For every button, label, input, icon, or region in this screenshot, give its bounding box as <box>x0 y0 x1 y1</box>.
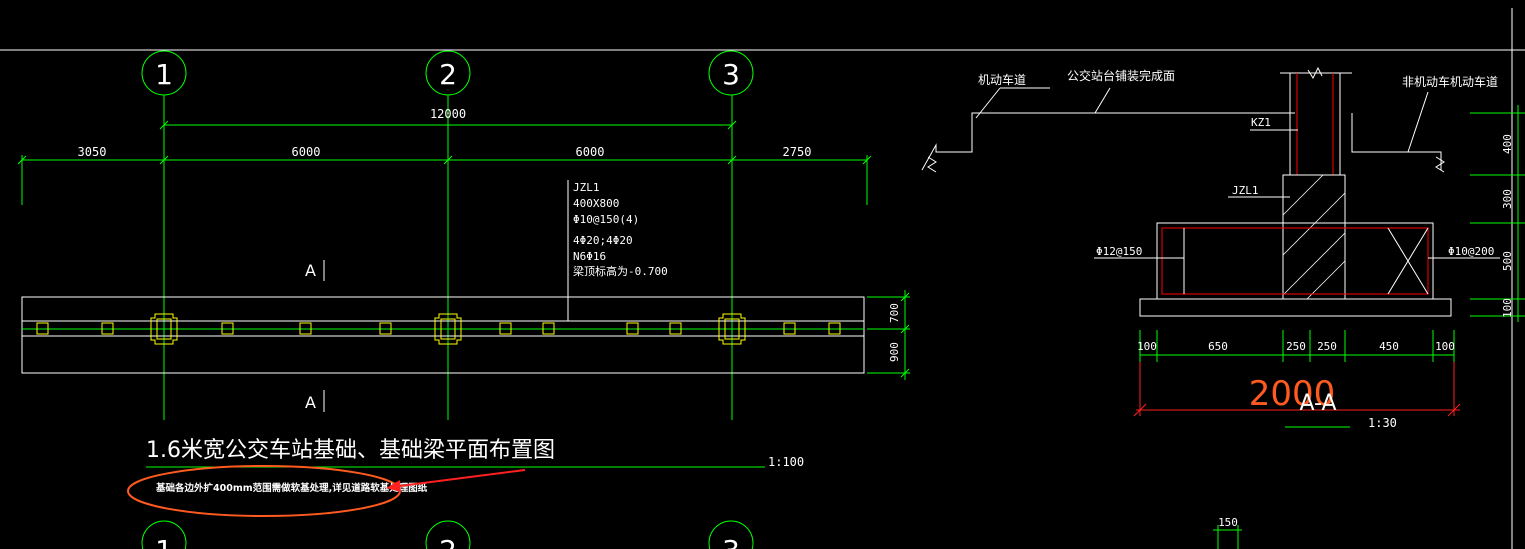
svg-text:400X800: 400X800 <box>573 197 619 210</box>
section-right-dims: 400 300 500 100 <box>1470 105 1525 322</box>
axis-bubble-1: 1 <box>141 50 187 96</box>
svg-text:250: 250 <box>1286 340 1306 353</box>
axis-bubble-2: 2 <box>425 50 471 96</box>
post <box>783 322 796 335</box>
label-jzl1: JZL1 <box>1232 184 1259 197</box>
post <box>669 322 682 335</box>
plan-scale: 1:100 <box>768 455 804 469</box>
post <box>828 322 841 335</box>
label-platform: 公交站台铺装完成面 <box>1067 68 1175 83</box>
post <box>101 322 114 335</box>
column-large <box>718 313 746 345</box>
section-title: A-A <box>1299 391 1336 416</box>
label-motor-lane: 机动车道 <box>978 72 1026 87</box>
axis-bubble-2-lower <box>425 520 471 549</box>
footing-rebar <box>1161 227 1429 295</box>
section-scale: 1:30 <box>1368 416 1397 430</box>
plan-view: 1 2 3 12000 3050 6000 6000 2750 <box>17 50 910 549</box>
beam-stem <box>1282 174 1346 300</box>
svg-text:300: 300 <box>1501 189 1514 209</box>
dim-seg-1: 3050 <box>78 145 107 159</box>
svg-text:N6Φ16: N6Φ16 <box>573 250 606 263</box>
label-right-rebar: Φ10@200 <box>1448 245 1494 258</box>
svg-text:梁顶标高为-0.700: 梁顶标高为-0.700 <box>573 264 668 278</box>
column-large <box>150 313 178 345</box>
post <box>626 322 639 335</box>
section-marker-top: A <box>305 260 325 281</box>
svg-text:2000: 2000 <box>1249 374 1336 414</box>
svg-text:3: 3 <box>722 58 740 91</box>
svg-text:4Φ20;4Φ20: 4Φ20;4Φ20 <box>573 234 633 247</box>
dim-seg-2: 6000 <box>292 145 321 159</box>
small-dim: 150 <box>1218 516 1238 529</box>
svg-text:650: 650 <box>1208 340 1228 353</box>
svg-text:2: 2 <box>439 534 457 549</box>
svg-text:450: 450 <box>1379 340 1399 353</box>
svg-text:100: 100 <box>1435 340 1455 353</box>
dim-seg-4: 2750 <box>783 145 812 159</box>
axis-bubble-1-lower <box>141 520 187 549</box>
svg-text:2: 2 <box>439 58 457 91</box>
post <box>221 322 234 335</box>
label-kz1: KZ1 <box>1251 116 1271 129</box>
svg-text:100: 100 <box>1501 298 1514 318</box>
svg-text:1: 1 <box>155 58 173 91</box>
blinding-layer <box>1139 298 1452 317</box>
svg-text:700: 700 <box>888 303 901 323</box>
post <box>299 322 312 335</box>
ground-profile-left <box>921 112 1295 171</box>
section-total-width: 2000 <box>1133 362 1461 417</box>
axis-bubble-3-lower <box>708 520 754 549</box>
section-bottom-dims: 100 650 250 250 450 100 <box>1137 330 1455 362</box>
svg-text:250: 250 <box>1317 340 1337 353</box>
svg-text:Φ10@150(4): Φ10@150(4) <box>573 213 639 226</box>
svg-text:100: 100 <box>1137 340 1157 353</box>
svg-text:500: 500 <box>1501 251 1514 271</box>
svg-text:900: 900 <box>888 342 901 362</box>
svg-text:A: A <box>305 261 316 280</box>
svg-text:400: 400 <box>1501 134 1514 154</box>
ground-profile-right <box>1351 113 1442 170</box>
plan-right-dims: 700 900 <box>867 290 910 380</box>
section-view: 机动车道 公交站台铺装完成面 非机动车机动车道 KZ1 JZL1 Φ12@150… <box>921 66 1525 549</box>
svg-text:A: A <box>305 393 316 412</box>
dim-total: 12000 <box>430 107 466 121</box>
plan-title: 1.6米宽公交车站基础、基础梁平面布置图 <box>146 438 555 463</box>
post <box>542 322 555 335</box>
axis-bubble-3: 3 <box>708 50 754 96</box>
label-non-motor: 非机动车机动车道 <box>1402 74 1498 89</box>
section-marker-bottom: A <box>305 390 325 412</box>
note-arrow <box>391 469 526 488</box>
dim-seg-3: 6000 <box>576 145 605 159</box>
svg-text:3: 3 <box>722 534 740 549</box>
post <box>379 322 392 335</box>
note-arrow-head <box>386 480 401 492</box>
label-left-rebar: Φ12@150 <box>1096 245 1142 258</box>
beam-label: JZL1 400X800 Φ10@150(4) 4Φ20;4Φ20 N6Φ16 … <box>573 181 668 278</box>
column-large <box>434 313 462 345</box>
post <box>499 322 512 335</box>
svg-text:JZL1: JZL1 <box>573 181 600 194</box>
post <box>36 322 49 335</box>
plan-note: 基础各边外扩400mm范围需做软基处理,详见道路软基处理图纸 <box>155 482 428 494</box>
foundation-outline <box>21 296 865 374</box>
svg-text:1: 1 <box>155 534 173 549</box>
